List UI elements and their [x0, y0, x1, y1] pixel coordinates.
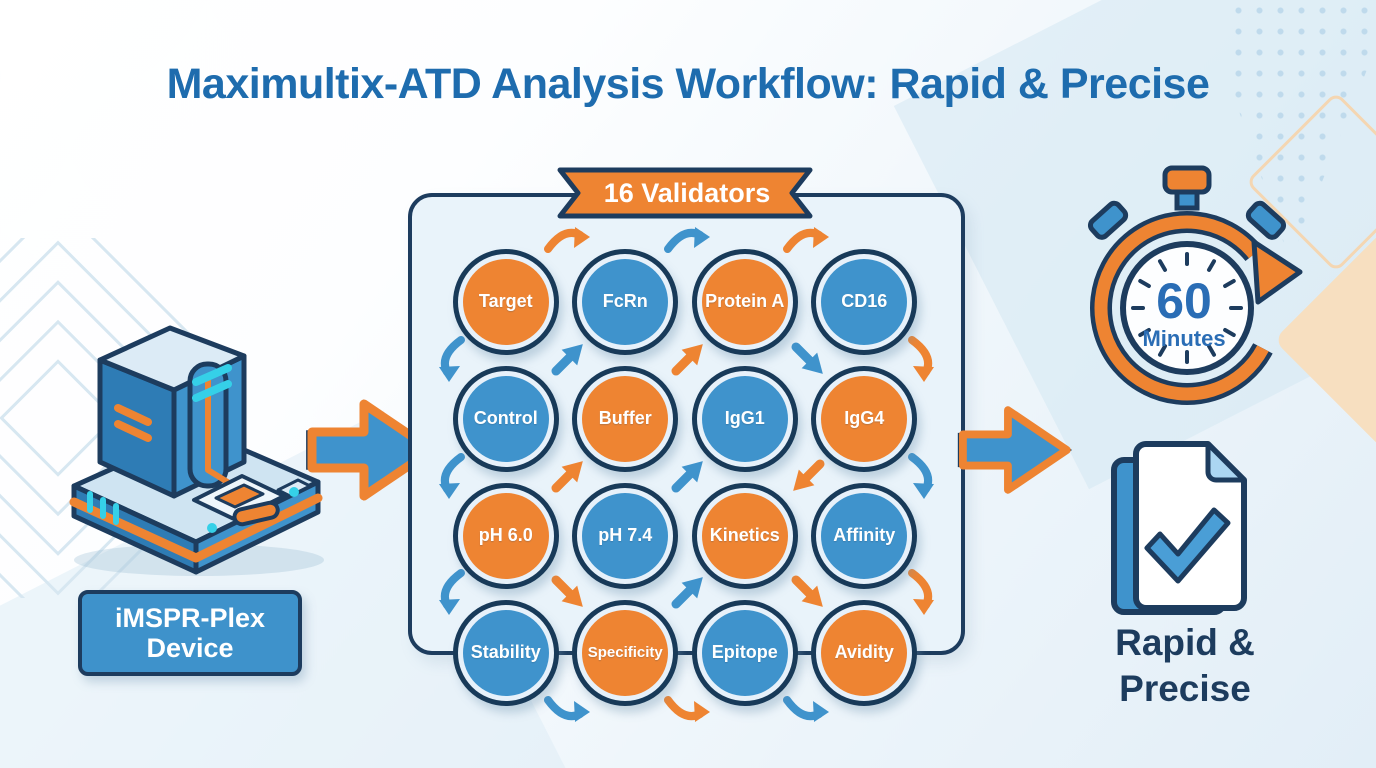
circle-ring: Epitope	[691, 599, 798, 706]
validator-circle-epitope: Epitope	[685, 594, 805, 711]
circle-ring: pH 6.0	[452, 482, 559, 589]
result-caption-line2: Precise	[1119, 668, 1251, 710]
result-caption: Rapid & Precise	[1080, 620, 1290, 713]
flow-arrow-icon	[664, 225, 710, 255]
document-check-icon	[1111, 441, 1247, 615]
validators-grid: Target FcRn Protein A CD16 Control Buffe…	[446, 243, 924, 711]
page-title: Maximultix-ATD Analysis Workflow: Rapid …	[166, 60, 1210, 108]
circle-ring: CD16	[811, 248, 918, 355]
circle-ring: Affinity	[811, 482, 918, 589]
device-label: iMSPR-Plex Device	[78, 590, 302, 676]
validator-circle-igg4: IgG4	[805, 360, 925, 477]
timer-unit: Minutes	[1142, 326, 1225, 351]
validator-circle-stability: Stability	[446, 594, 566, 711]
validator-circle-specificity: Specificity	[566, 594, 686, 711]
validator-circle-target: Target	[446, 243, 566, 360]
flow-arrow-icon	[783, 694, 829, 724]
circle-ring: Kinetics	[691, 482, 798, 589]
flow-arrow-icon	[544, 225, 590, 255]
circle-ring: Control	[452, 365, 559, 472]
circle-ring: pH 7.4	[572, 482, 679, 589]
device-label-line1: iMSPR-Plex	[114, 602, 266, 633]
flow-arrow-icon	[783, 451, 832, 500]
validator-circle-igg1: IgG1	[685, 360, 805, 477]
timer-value: 60	[1156, 273, 1212, 329]
flow-arrow-icon	[906, 569, 936, 615]
validator-circle-control: Control	[446, 360, 566, 477]
circle-ring: IgG1	[691, 365, 798, 472]
flow-arrow-icon	[437, 336, 467, 382]
flow-arrow-icon	[783, 567, 832, 616]
flow-arrow-icon	[663, 451, 712, 500]
flow-arrow-icon	[783, 334, 832, 383]
validator-circle-cd16: CD16	[805, 243, 925, 360]
flow-arrow-icon	[783, 225, 829, 255]
flow-arrow-icon	[663, 334, 712, 383]
device-label-line2: Device	[146, 633, 234, 663]
validator-circle-protein-a: Protein A	[685, 243, 805, 360]
flow-arrow-icon	[664, 694, 710, 724]
flow-arrow-icon	[543, 334, 592, 383]
stopwatch-icon: 60 Minutes	[1087, 165, 1303, 405]
validators-banner-label: 16 Validators	[604, 178, 771, 208]
flow-arrow-validators-to-results-icon	[957, 406, 1072, 494]
circle-ring: IgG4	[811, 365, 918, 472]
validators-banner: 16 Validators	[557, 167, 813, 219]
validator-circle-buffer: Buffer	[566, 360, 686, 477]
circle-ring: Stability	[452, 599, 559, 706]
circle-ring: Buffer	[572, 365, 679, 472]
validator-circle-kinetics: Kinetics	[685, 477, 805, 594]
validator-circle-avidity: Avidity	[805, 594, 925, 711]
validator-circle-affinity: Affinity	[805, 477, 925, 594]
circle-ring: Protein A	[691, 248, 798, 355]
validator-circle-ph-7-4: pH 7.4	[566, 477, 686, 594]
validator-circle-ph-6-0: pH 6.0	[446, 477, 566, 594]
flow-arrow-icon	[663, 567, 712, 616]
circle-ring: Avidity	[811, 599, 918, 706]
result-caption-line1: Rapid &	[1115, 622, 1255, 663]
circle-ring: Target	[452, 248, 559, 355]
circle-ring: Specificity	[572, 599, 679, 706]
validator-circle-fcrn: FcRn	[566, 243, 686, 360]
flow-arrow-device-to-validators-icon	[306, 399, 438, 501]
circle-ring: FcRn	[572, 248, 679, 355]
device-illustration	[69, 325, 324, 576]
